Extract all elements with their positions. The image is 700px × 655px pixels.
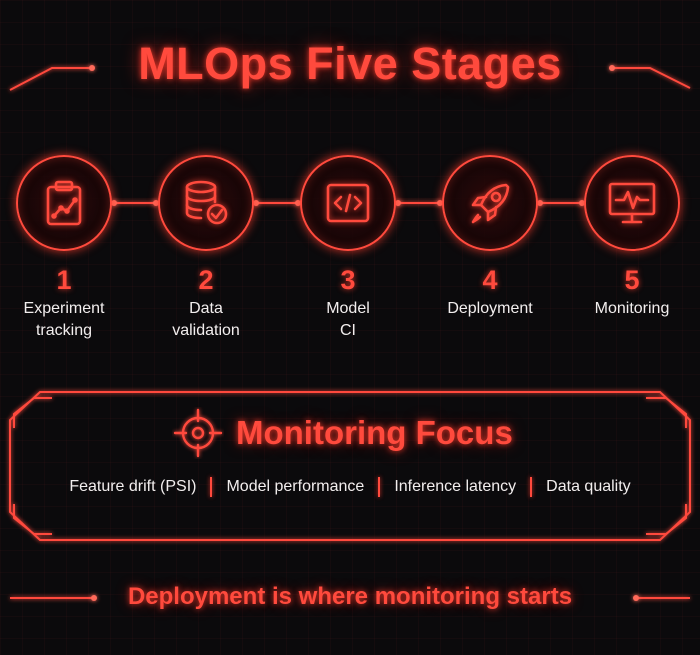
page-title: MLOps Five Stages	[138, 38, 562, 89]
stage-label-5: Monitoring	[594, 300, 670, 317]
focus-item-feature-drift: Feature drift (PSI)	[69, 478, 197, 495]
stage-number-4: 4	[482, 265, 498, 295]
stage-number-2: 2	[198, 265, 214, 295]
database-check-icon	[185, 180, 228, 225]
stage-number-1: 1	[56, 265, 72, 295]
stage-number-3: 3	[340, 265, 356, 295]
stage-circle-2	[158, 155, 254, 251]
stage-label-4: Deployment	[447, 300, 533, 317]
focus-corner-br	[646, 504, 687, 535]
clipboard-chart-icon	[46, 180, 82, 226]
stage-circle-4	[442, 155, 538, 251]
monitor-pulse-icon	[608, 182, 656, 224]
focus-corner-tr	[646, 397, 687, 428]
stage-circle-3	[300, 155, 396, 251]
focus-separator	[378, 477, 381, 497]
title-line-left	[9, 67, 92, 91]
focus-separator	[530, 477, 533, 497]
focus-items: Feature drift (PSI) Model performance In…	[0, 477, 700, 497]
stage-circle-5	[584, 155, 680, 251]
focus-item-inference-latency: Inference latency	[394, 478, 517, 495]
title-line-right	[612, 67, 691, 89]
stage-circle-1	[16, 155, 112, 251]
focus-corner-bl	[13, 504, 52, 535]
code-window-icon	[326, 183, 370, 223]
target-icon	[173, 408, 223, 458]
focus-corner-tl	[13, 397, 52, 428]
stage-number-5: 5	[624, 265, 640, 295]
focus-separator	[210, 477, 213, 497]
footer-caption: Deployment is where monitoring starts	[127, 583, 573, 610]
focus-item-data-quality: Data quality	[546, 478, 631, 495]
rocket-icon	[471, 183, 510, 224]
focus-item-model-performance: Model performance	[226, 478, 365, 495]
focus-title: Monitoring Focus	[236, 414, 513, 451]
